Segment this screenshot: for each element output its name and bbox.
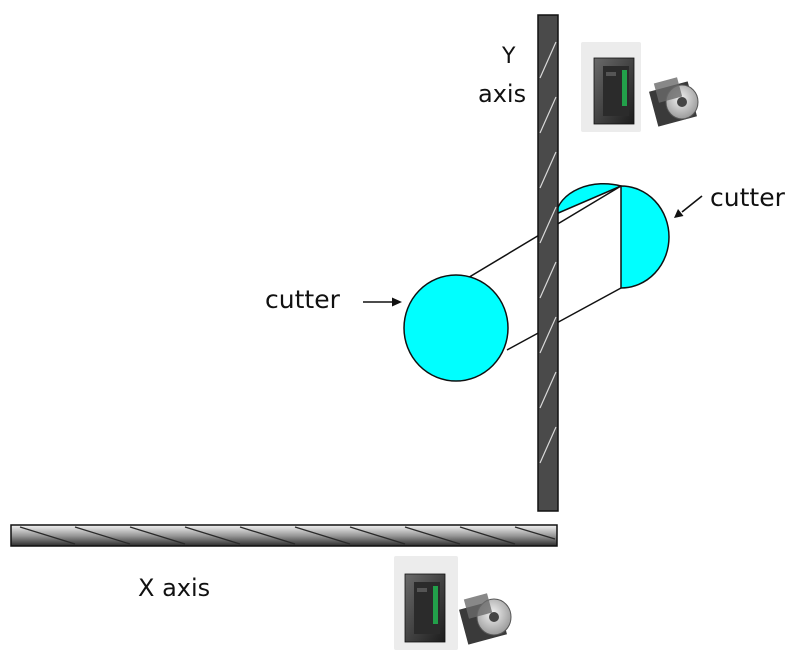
stepper-motor-icon <box>459 593 511 644</box>
x-axis-motor-driver <box>394 556 511 650</box>
motor-driver-icon <box>405 574 445 642</box>
cutter-left-disc <box>404 275 508 381</box>
cutter-right-arrow <box>674 196 702 218</box>
cutter-label-left: cutter <box>265 287 340 312</box>
y-axis-rod <box>538 15 558 511</box>
motor-driver-icon <box>594 58 634 124</box>
stepper-motor-icon <box>649 77 698 126</box>
x-axis-label: X axis <box>138 576 210 600</box>
x-axis-rod <box>11 525 557 546</box>
y-axis-label-line1: Y <box>502 46 515 68</box>
cutter-label-right: cutter <box>710 185 785 210</box>
cutter-right-end <box>556 184 669 288</box>
y-axis-motor-driver <box>581 42 698 132</box>
cutter-left-arrow <box>363 298 402 307</box>
y-axis-label-line2: axis <box>478 82 526 106</box>
